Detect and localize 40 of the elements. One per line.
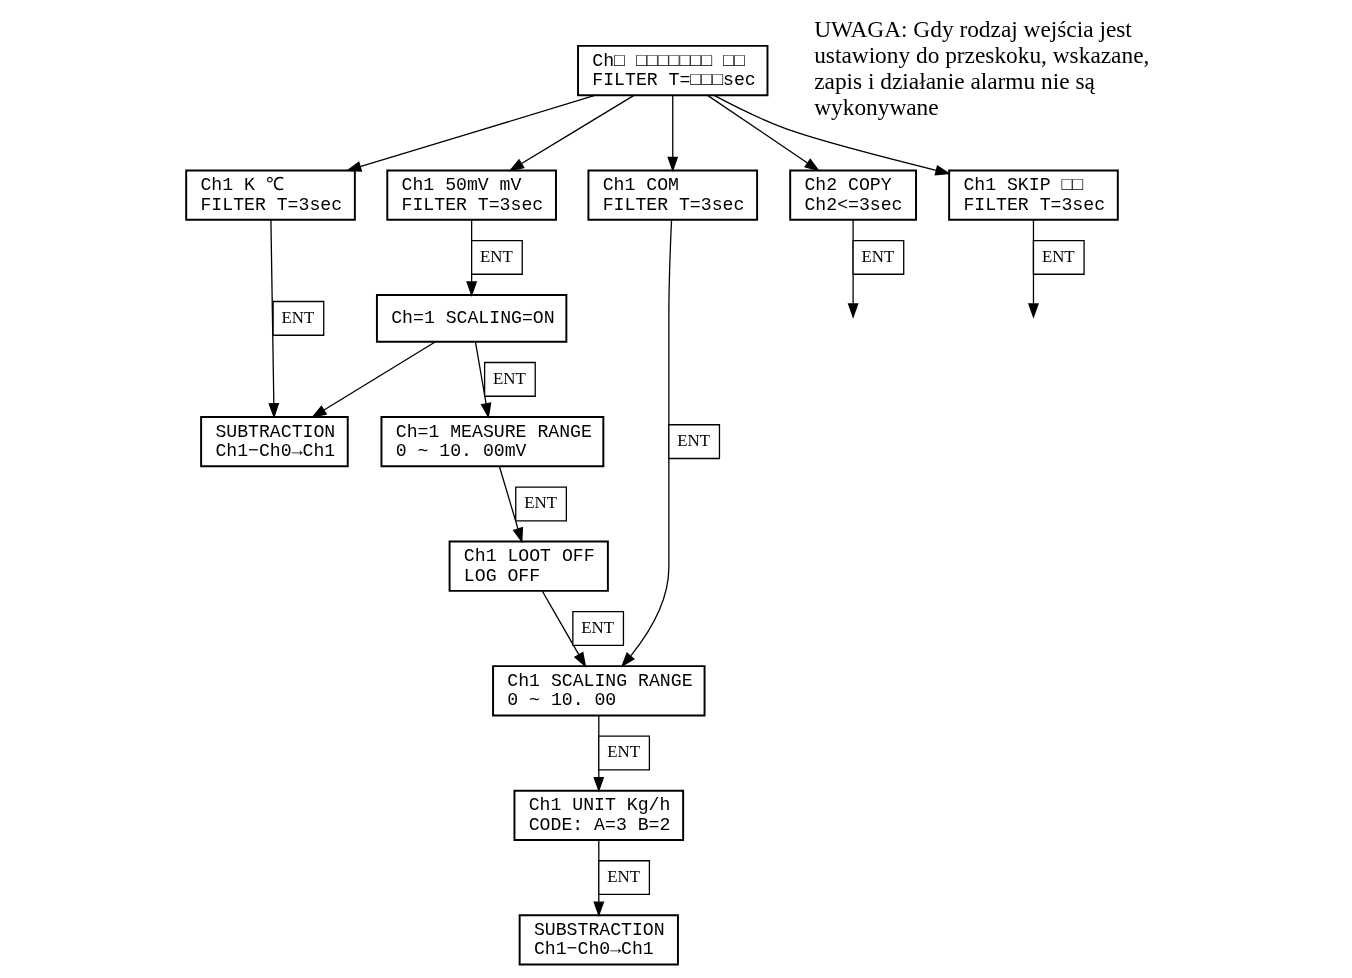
edge-label: ENT (493, 368, 526, 388)
arrow (593, 714, 605, 793)
arrow (474, 341, 492, 419)
node-box: Ch1 UNIT Kg/h CODE: A=3 B=2 (513, 789, 685, 841)
arrow (541, 590, 587, 668)
arrow (345, 94, 597, 172)
node-box: Ch1 K ℃ FILTER T=3sec (185, 169, 356, 221)
node-box: SUBTRACTION Ch1−Ch0→Ch1 (200, 416, 349, 468)
edge-label: ENT (581, 617, 615, 637)
edge-label: ENT (607, 742, 641, 762)
node-box: SUBSTRACTION Ch1−Ch0→Ch1 (518, 914, 679, 966)
node-box: Ch=1 SCALING=ON (375, 294, 568, 343)
node-box: Ch1 SCALING RANGE 0 ~ 10. 00 (492, 665, 706, 717)
arrow (713, 94, 951, 176)
edge-label: ENT (281, 307, 315, 327)
arrow (620, 219, 673, 668)
node-box: Ch1 COM FILTER T=3sec (587, 169, 759, 221)
edge-label: ENT (480, 246, 513, 266)
arrow (847, 219, 859, 319)
edge-label: ENT (607, 867, 641, 887)
arrow (1028, 219, 1039, 319)
edge-label: ENT (1041, 246, 1075, 266)
label: UWAGA: Gdy rodzaj wejścia jest ustawiony do przeskoku, wskazane, zapis i działanie alarmu nie są wykonywane (814, 16, 1150, 121)
node-box: Ch1 SKIP □□ FILTER T=3sec (948, 169, 1119, 221)
arrow (498, 465, 524, 544)
arrow (667, 94, 679, 173)
node-box: Ch□ □□□□□□□ □□ FILTER T=□□□sec (577, 44, 769, 97)
node-box: Ch1 50mV mV FILTER T=3sec (386, 169, 557, 221)
arrow (706, 94, 821, 172)
edge-label: ENT (861, 246, 895, 266)
node-box: Ch2 COPY Ch2<=3sec (789, 169, 917, 221)
edge-label: ENT (524, 493, 557, 513)
edge-label: ENT (677, 431, 711, 451)
arrow (311, 341, 437, 418)
arrow (508, 94, 635, 172)
node-box: Ch=1 MEASURE RANGE 0 ~ 10. 00mV (380, 416, 605, 468)
arrow (466, 219, 478, 297)
node-box: Ch1 LOOT OFF LOG OFF (448, 540, 609, 592)
arrow (593, 839, 605, 918)
arrow (268, 219, 280, 419)
